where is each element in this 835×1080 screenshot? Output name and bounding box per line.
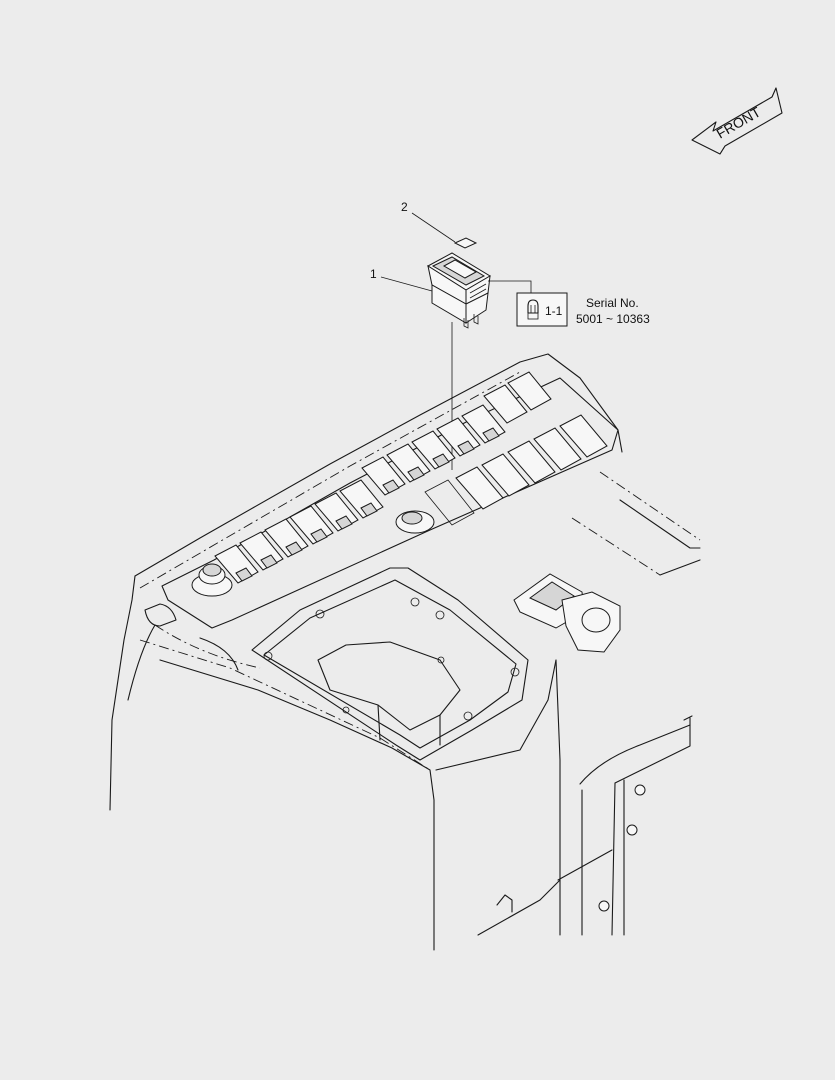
bulb-icon [527,299,539,320]
serial-range: 5001 ~ 10363 [576,312,650,326]
switch-slot-empty [424,479,475,526]
console-housing [109,353,623,951]
power-socket [395,510,435,534]
callout-2: 2 [401,200,456,243]
serial-label: Serial No. [586,296,639,310]
switch-panel [214,371,608,584]
switch-slot [461,404,506,444]
key-switch [191,563,233,597]
callout-1-1-number: 1-1 [545,304,563,318]
callout-1-number: 1 [370,267,377,281]
front-label: FRONT [714,103,764,141]
switch-slot [411,430,456,470]
callout-1: 1 [370,267,433,292]
switch-slot [533,427,582,471]
front-arrow: FRONT [691,87,783,155]
switch-label-part [453,237,478,249]
switch-slot [507,440,556,484]
switch-slot [507,371,552,411]
side-frame [496,471,701,936]
callout-2-number: 2 [401,200,408,214]
switch-slot [455,466,504,510]
rocker-switch [427,252,491,329]
switch-slot [314,492,359,532]
switch-slot [386,443,431,483]
switch-slot [481,453,530,497]
bulb-callout: 1-1 Serial No. 5001 ~ 10363 [488,280,650,327]
switch-slot [436,417,481,457]
switch-slot [264,518,309,558]
switch-slot [361,456,406,496]
switch-slot [239,531,284,571]
floor-opening [251,567,529,761]
latch-handle [513,573,621,653]
switch-slot [339,479,384,519]
switch-slot [214,544,259,584]
switch-slot [289,505,334,545]
switch-slot [559,414,608,458]
switch-slot [483,384,528,424]
